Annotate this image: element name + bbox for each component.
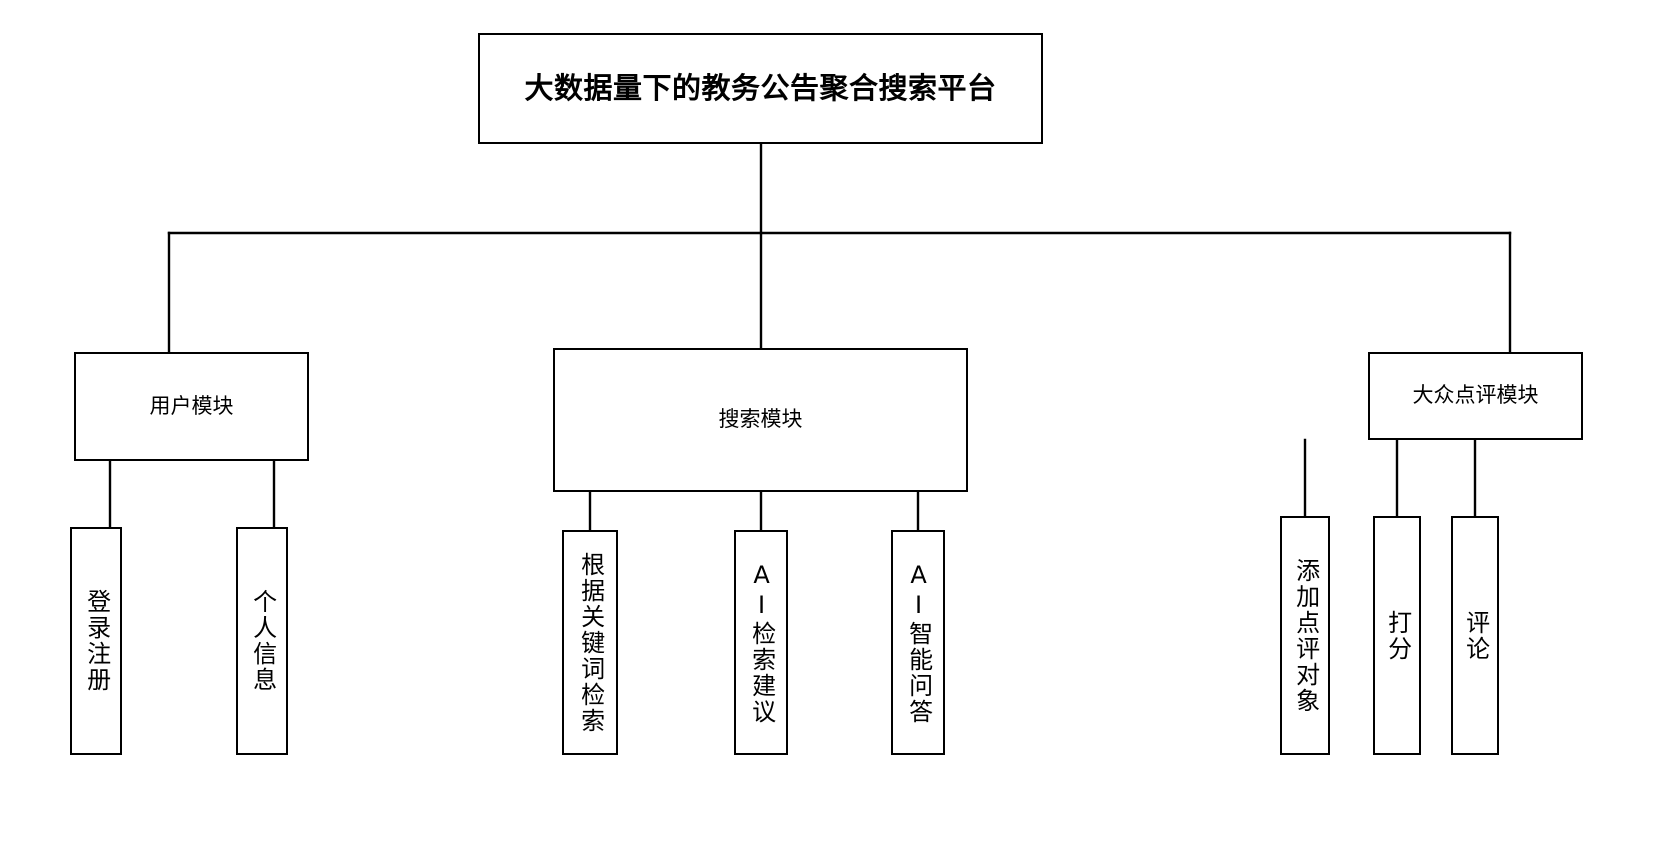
node-leaf-comment-label: 评论 <box>1461 609 1490 662</box>
node-leaf-keyword-search-label: 根据关键词检索 <box>576 551 605 734</box>
node-module-search-label: 搜索模块 <box>718 407 803 432</box>
node-root-label: 大数据量下的教务公告聚合搜索平台 <box>524 70 997 105</box>
node-leaf-personal-info[interactable]: 个人信息 <box>236 527 288 755</box>
node-leaf-add-review-target[interactable]: 添加点评对象 <box>1280 516 1330 755</box>
node-leaf-login-register-label: 登录注册 <box>82 589 111 693</box>
node-leaf-ai-qa[interactable]: AI智能问答 <box>891 530 945 755</box>
node-module-search[interactable]: 搜索模块 <box>553 348 968 492</box>
node-leaf-rating-label: 打分 <box>1383 609 1412 662</box>
node-leaf-comment[interactable]: 评论 <box>1451 516 1499 755</box>
node-module-review-label: 大众点评模块 <box>1412 383 1539 408</box>
node-leaf-ai-qa-label: AI智能问答 <box>904 560 933 725</box>
node-module-user[interactable]: 用户模块 <box>74 352 309 461</box>
node-root[interactable]: 大数据量下的教务公告聚合搜索平台 <box>478 33 1043 144</box>
node-leaf-login-register[interactable]: 登录注册 <box>70 527 122 755</box>
node-leaf-add-review-target-label: 添加点评对象 <box>1291 557 1320 714</box>
node-module-user-label: 用户模块 <box>149 393 234 418</box>
node-leaf-rating[interactable]: 打分 <box>1373 516 1421 755</box>
node-leaf-ai-search-suggestion-label: AI检索建议 <box>747 560 776 725</box>
node-module-review[interactable]: 大众点评模块 <box>1368 352 1583 440</box>
node-leaf-ai-search-suggestion[interactable]: AI检索建议 <box>734 530 788 755</box>
node-leaf-personal-info-label: 个人信息 <box>248 589 277 693</box>
node-leaf-keyword-search[interactable]: 根据关键词检索 <box>562 530 618 755</box>
